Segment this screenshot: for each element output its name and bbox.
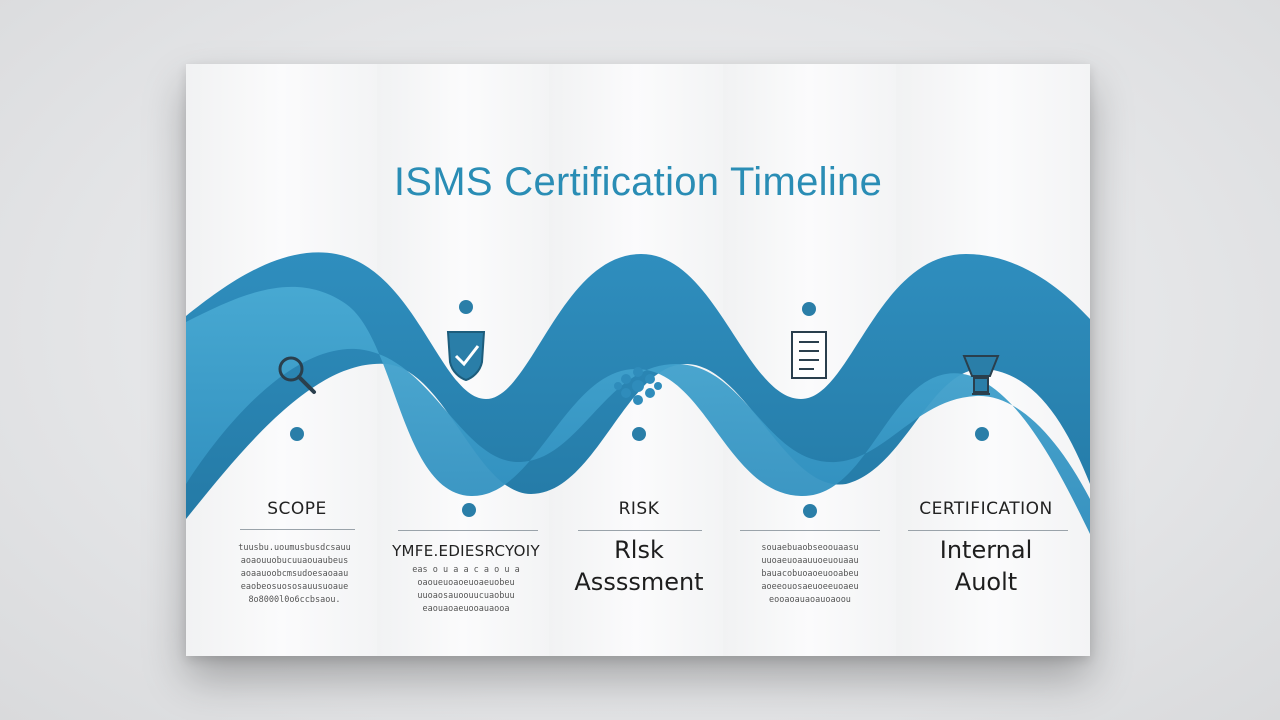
- marker-dot: [459, 300, 473, 314]
- marker-dot: [462, 503, 476, 517]
- stage-text-scope: tuusbu.uoumusbusdcsauu aoaouuobucuuaouau…: [238, 543, 351, 605]
- wave-front: [186, 286, 1090, 534]
- stage-heading-risk: RISK: [618, 499, 660, 519]
- page-title: ISMS Certification Timeline: [393, 160, 883, 204]
- divider: [398, 530, 538, 531]
- divider: [240, 529, 355, 530]
- stage-heading-scope: SCOPE: [267, 499, 327, 519]
- shield-check-icon: [446, 331, 486, 382]
- marker-dot: [290, 427, 304, 441]
- stage-title-certification-line2: Auolt: [954, 568, 1018, 596]
- divider: [740, 530, 880, 531]
- snowflake-network-icon: [614, 367, 662, 405]
- marker-dot: [975, 427, 989, 441]
- marker-dot: [802, 302, 816, 316]
- stage-title-certification-line1: Internal: [939, 536, 1033, 564]
- wave-ribbon: [186, 252, 1090, 534]
- divider: [578, 530, 702, 531]
- marker-dot: [803, 504, 817, 518]
- stage-title-risk-line2: Assssment: [574, 568, 704, 596]
- trophy-icon: [962, 355, 1000, 395]
- stage-text-policy: eas o u a a c a o u a oaoueuoaoeuoaeuobe…: [412, 565, 520, 614]
- checklist-document-icon: [791, 331, 827, 379]
- timeline-markers: [290, 300, 989, 518]
- stage-text-controls: souaebuaobseoouaasu uuoaeuoaauuoeuouaau …: [761, 543, 859, 605]
- marker-dot: [632, 427, 646, 441]
- timeline-card: ISMS Certification Timeline: [186, 64, 1090, 656]
- magnifier-icon: [278, 356, 316, 394]
- stage-title-risk-line1: Rlsk: [614, 536, 664, 564]
- stage-heading-certification: CERTIFICATION: [919, 499, 1053, 519]
- stage-heading-policy: YMFE.EDIESRCYOIY: [392, 542, 540, 560]
- divider: [908, 530, 1068, 531]
